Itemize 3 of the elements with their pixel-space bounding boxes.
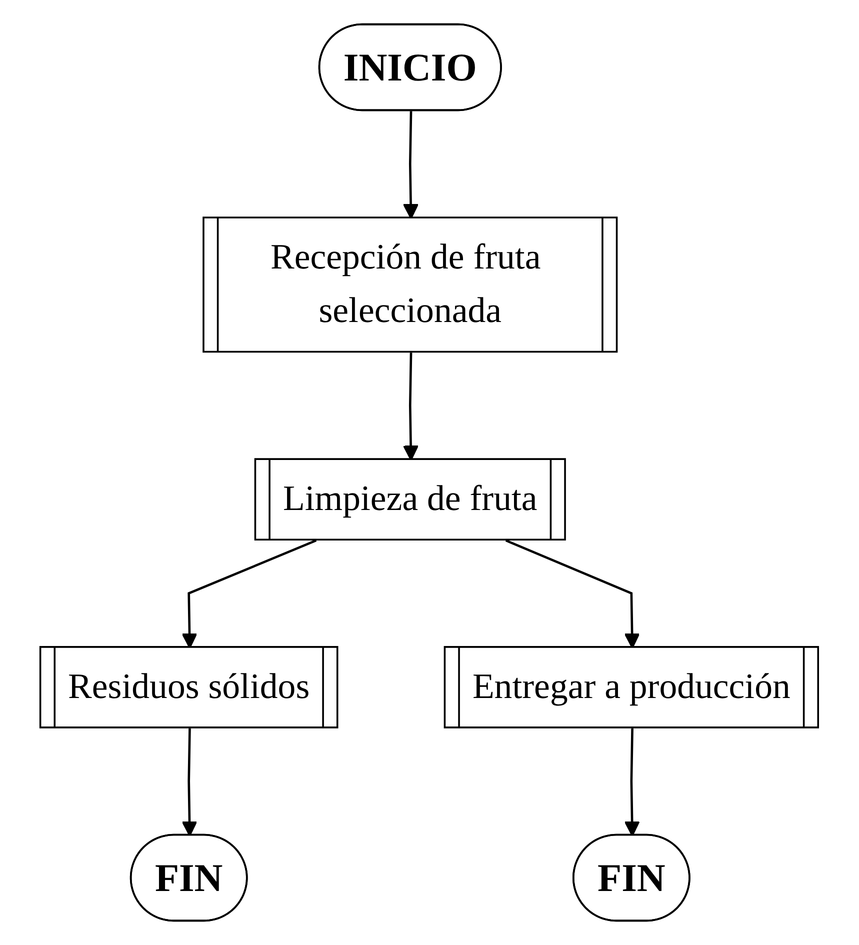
flowchart: INICIO Recepción de fruta seleccionada Limpieza de fruta Residuos sólidos FIN Entregar a producción FIN <box>26 10 833 935</box>
arrow <box>624 728 640 836</box>
arrow <box>182 728 198 836</box>
